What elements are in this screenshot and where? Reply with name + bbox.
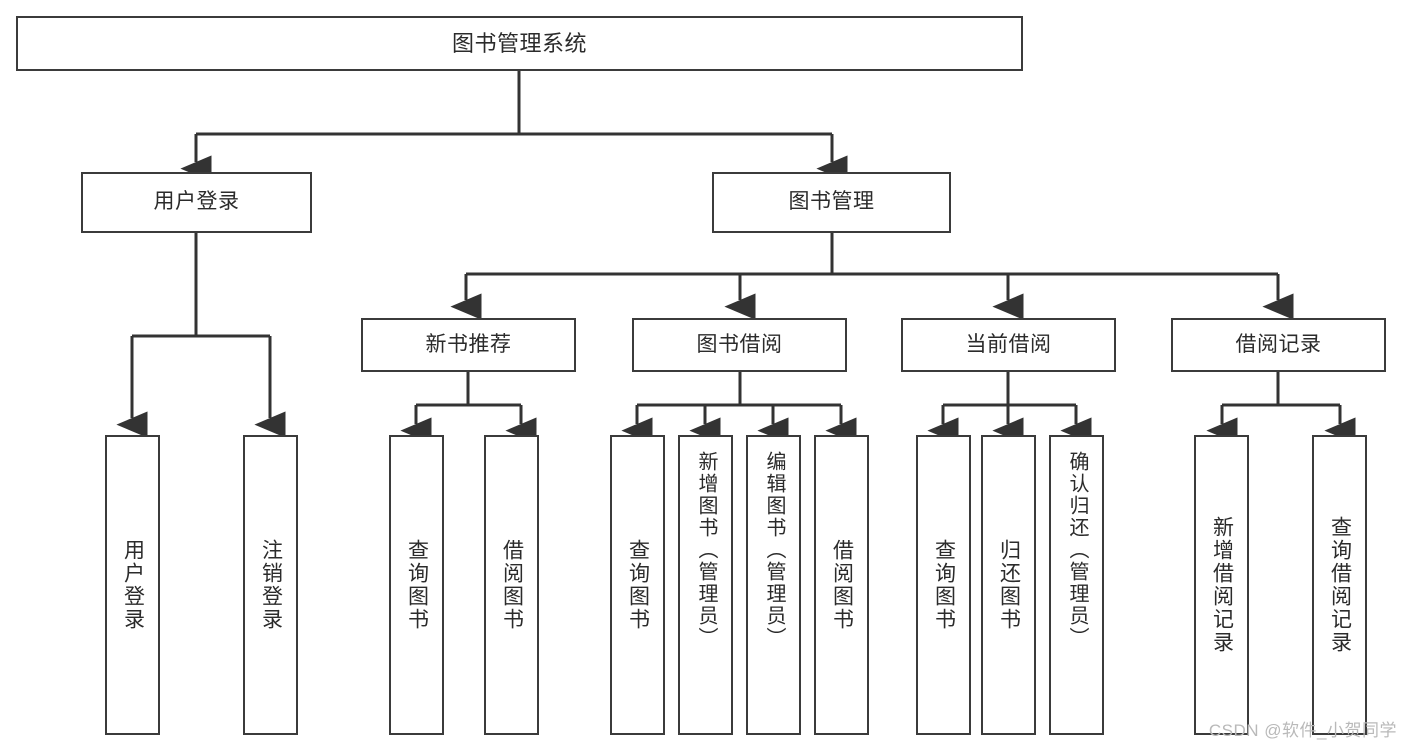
node-root-system-label: 图书管理系统 bbox=[451, 30, 587, 56]
node-leaf-borrow-book-1-label: 借阅图书 bbox=[500, 539, 524, 631]
node-leaf-query-book-2-label: 查询图书 bbox=[626, 539, 650, 631]
node-leaf-confirm-return[interactable]: 确认归还（管理员） bbox=[1049, 435, 1104, 735]
node-leaf-add-record-label: 新增借阅记录 bbox=[1210, 516, 1234, 654]
node-leaf-add-book-label: 新增图书（管理员） bbox=[695, 451, 717, 649]
node-leaf-query-book-3[interactable]: 查询图书 bbox=[916, 435, 971, 735]
node-leaf-query-book-1[interactable]: 查询图书 bbox=[389, 435, 444, 735]
node-leaf-query-book-1-label: 查询图书 bbox=[405, 539, 429, 631]
node-book-borrow-label: 图书借阅 bbox=[696, 332, 783, 356]
node-leaf-borrow-book-2[interactable]: 借阅图书 bbox=[814, 435, 869, 735]
node-user-login[interactable]: 用户登录 bbox=[81, 172, 312, 233]
node-borrow-record[interactable]: 借阅记录 bbox=[1171, 318, 1386, 372]
node-book-management-label: 图书管理 bbox=[788, 190, 875, 214]
node-leaf-edit-book-label: 编辑图书（管理员） bbox=[763, 451, 785, 649]
node-leaf-add-book[interactable]: 新增图书（管理员） bbox=[678, 435, 733, 735]
node-user-login-label: 用户登录 bbox=[153, 190, 240, 214]
node-leaf-user-login[interactable]: 用户登录 bbox=[105, 435, 160, 735]
node-new-book-recommend-label: 新书推荐 bbox=[425, 332, 512, 356]
node-leaf-query-record-label: 查询借阅记录 bbox=[1328, 516, 1352, 654]
node-leaf-logout[interactable]: 注销登录 bbox=[243, 435, 298, 735]
node-leaf-user-login-label: 用户登录 bbox=[121, 539, 145, 631]
node-leaf-borrow-book-2-label: 借阅图书 bbox=[830, 539, 854, 631]
node-book-borrow[interactable]: 图书借阅 bbox=[632, 318, 847, 372]
node-new-book-recommend[interactable]: 新书推荐 bbox=[361, 318, 576, 372]
node-leaf-query-book-3-label: 查询图书 bbox=[932, 539, 956, 631]
node-leaf-add-record[interactable]: 新增借阅记录 bbox=[1194, 435, 1249, 735]
node-leaf-return-book[interactable]: 归还图书 bbox=[981, 435, 1036, 735]
node-leaf-confirm-return-label: 确认归还（管理员） bbox=[1066, 451, 1088, 649]
node-book-management[interactable]: 图书管理 bbox=[712, 172, 951, 233]
node-leaf-return-book-label: 归还图书 bbox=[997, 539, 1021, 631]
node-leaf-borrow-book-1[interactable]: 借阅图书 bbox=[484, 435, 539, 735]
node-leaf-query-book-2[interactable]: 查询图书 bbox=[610, 435, 665, 735]
node-current-borrow-label: 当前借阅 bbox=[965, 332, 1052, 356]
node-leaf-edit-book[interactable]: 编辑图书（管理员） bbox=[746, 435, 801, 735]
node-current-borrow[interactable]: 当前借阅 bbox=[901, 318, 1116, 372]
node-borrow-record-label: 借阅记录 bbox=[1235, 332, 1322, 356]
node-leaf-query-record[interactable]: 查询借阅记录 bbox=[1312, 435, 1367, 735]
node-root-system[interactable]: 图书管理系统 bbox=[16, 16, 1023, 71]
csdn-watermark: CSDN @软件_小贺同学 bbox=[1208, 721, 1397, 740]
node-leaf-logout-label: 注销登录 bbox=[259, 539, 283, 631]
